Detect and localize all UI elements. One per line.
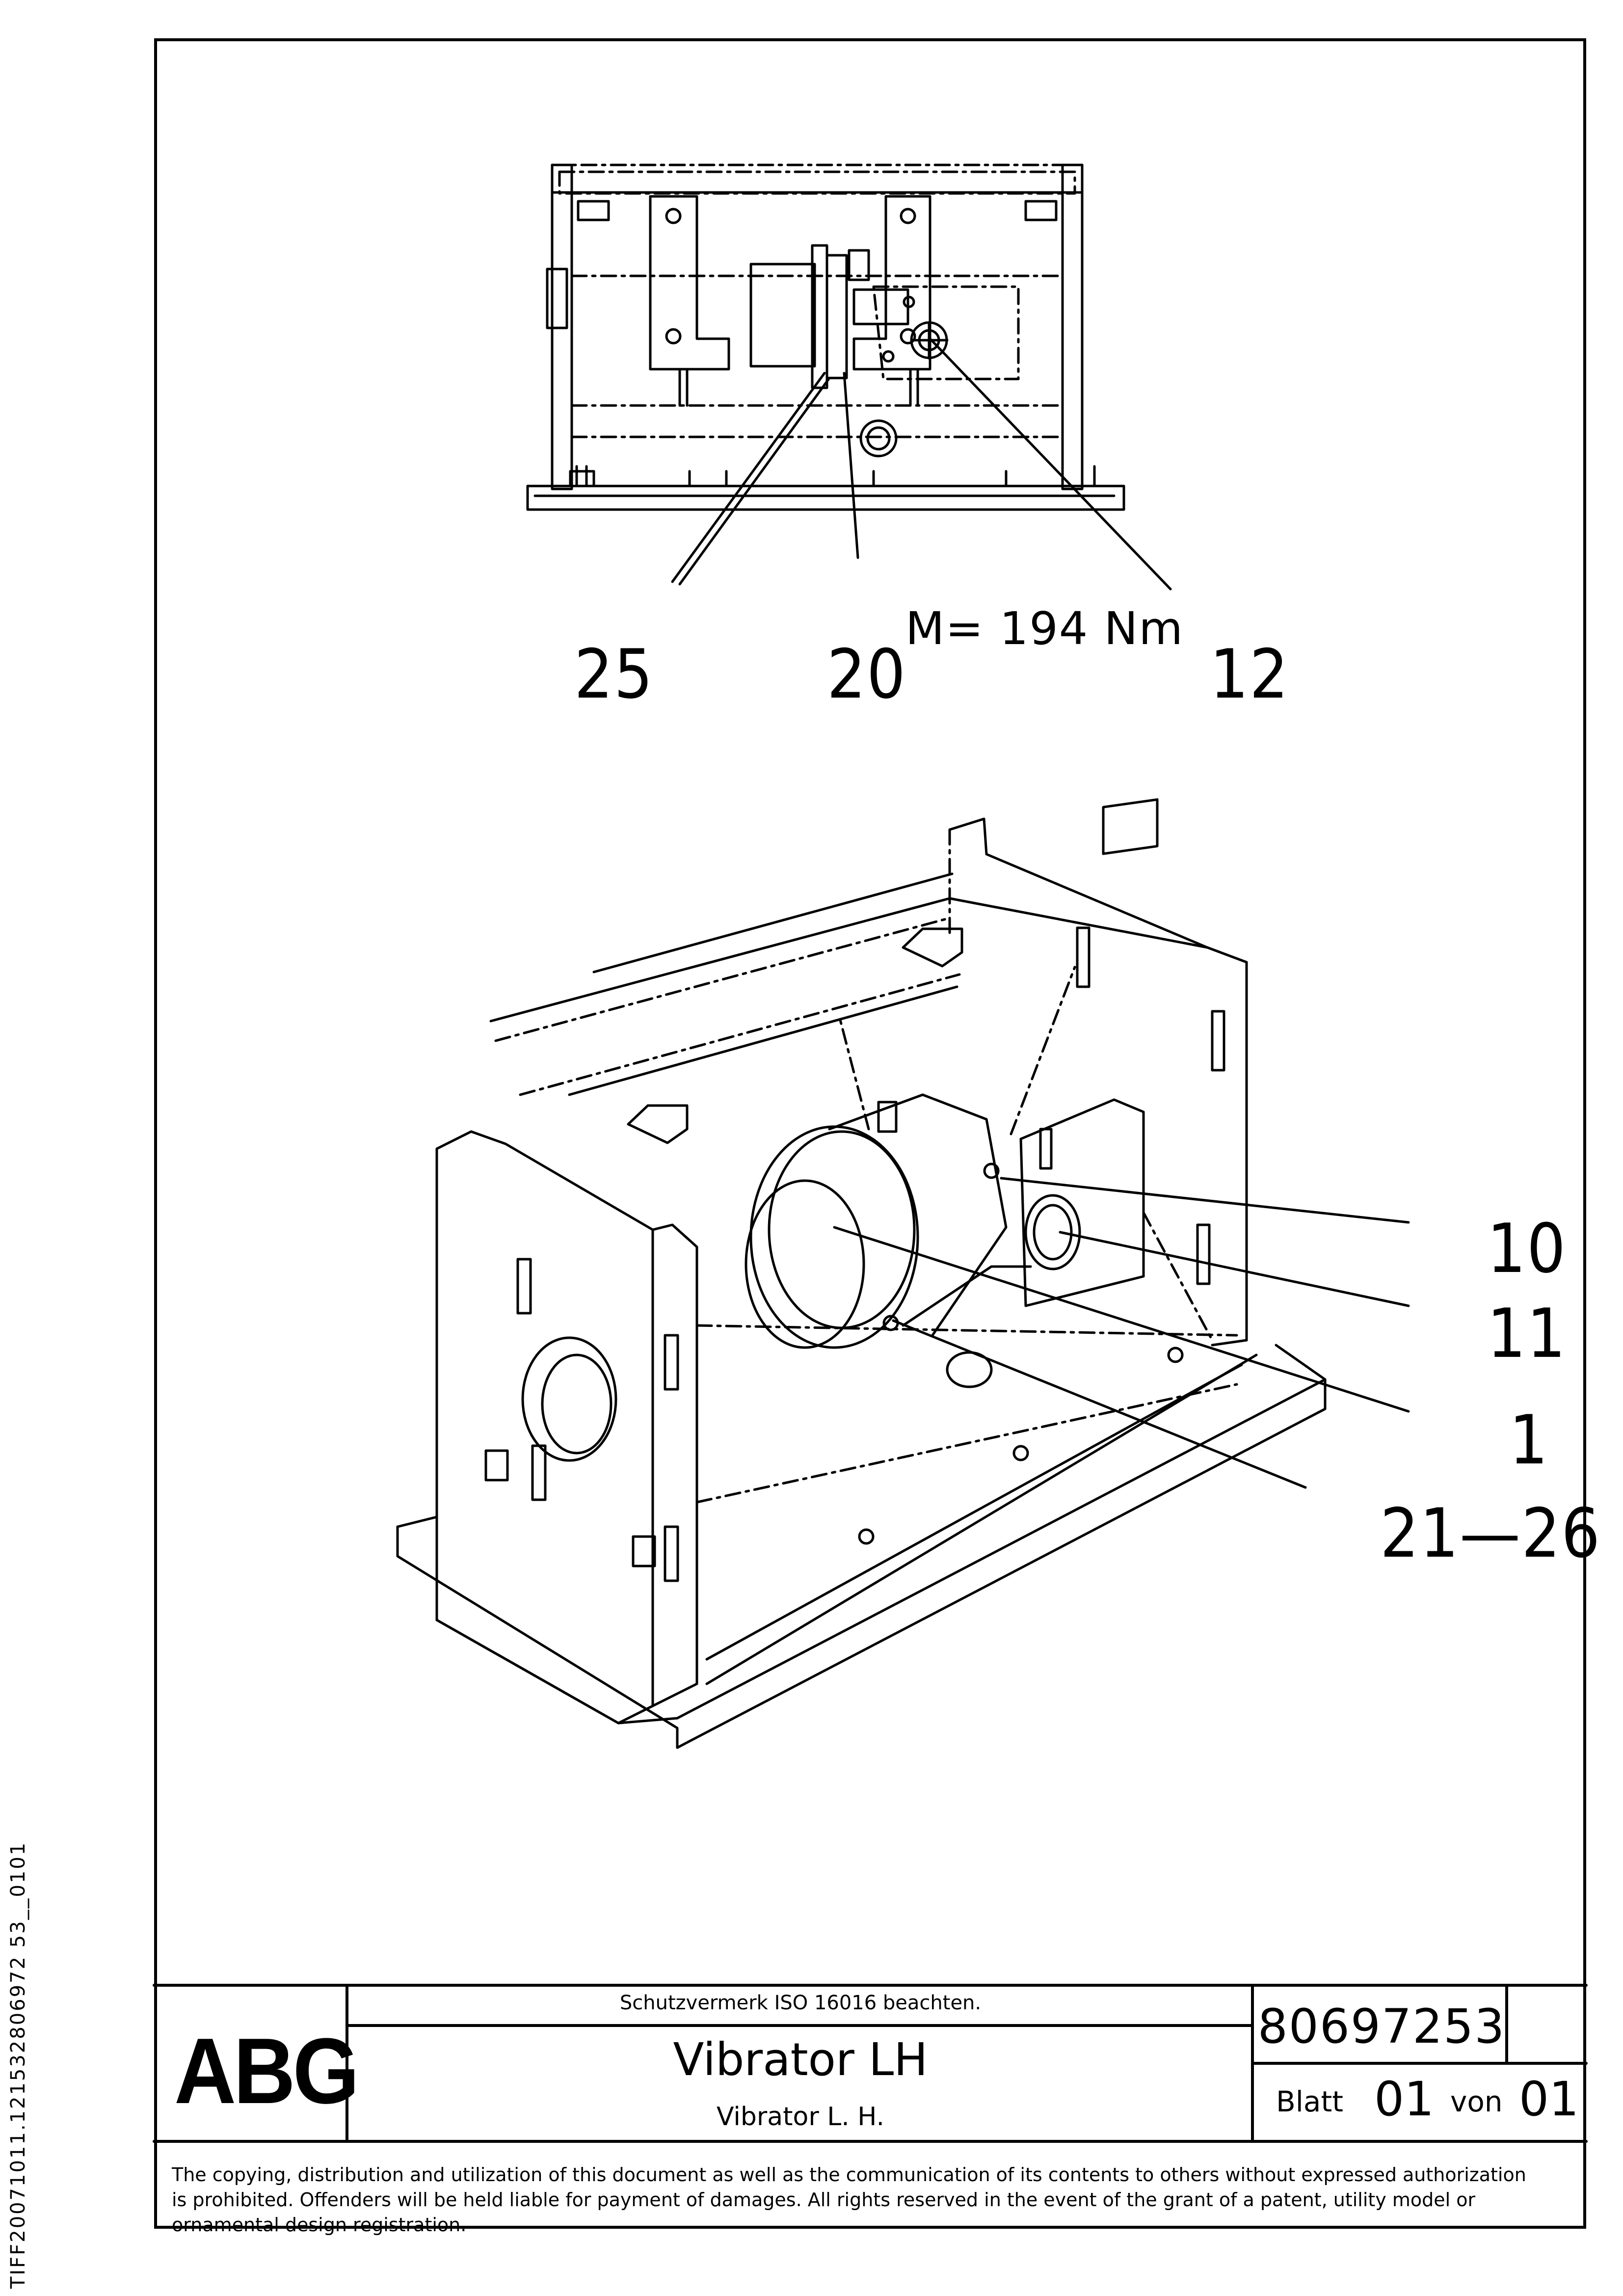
legal-line: is prohibited. Offenders will be held li… — [172, 2189, 1476, 2211]
title-block-grid — [153, 1984, 1588, 2143]
callout-12: 12 — [1210, 635, 1289, 714]
sheet-label: Blatt — [1276, 2085, 1343, 2118]
isometric-view — [396, 798, 1410, 1749]
legal-line: ornamental design registration. — [172, 2214, 467, 2236]
side-code: TIFF20071011.121532806972 53__0101 — [7, 1841, 29, 2289]
callout-21-26: 21—26 — [1380, 1494, 1601, 1573]
legal-notice: The copying, distribution and utilizatio… — [172, 2162, 1570, 2238]
drawing-frame — [154, 38, 1586, 2229]
abg-logo: ABG — [174, 2019, 359, 2123]
callout-25: 25 — [574, 635, 654, 714]
sheet-number: 01 — [1374, 2072, 1435, 2127]
callout-20: 20 — [827, 635, 906, 714]
sheet-total: 01 — [1519, 2072, 1579, 2127]
callout-11: 11 — [1487, 1294, 1567, 1373]
top-view — [526, 163, 1172, 591]
protection-notice: Schutzvermerk ISO 16016 beachten. — [619, 1992, 982, 2014]
torque-annotation: M= 194 Nm — [905, 602, 1184, 655]
drawing-subtitle: Vibrator L. H. — [717, 2102, 884, 2132]
callout-10: 10 — [1487, 1209, 1567, 1288]
document-number: 80697253 — [1257, 1999, 1506, 2054]
sheet-of-label: von — [1450, 2085, 1503, 2118]
callout-1: 1 — [1509, 1401, 1549, 1480]
legal-line: The copying, distribution and utilizatio… — [172, 2164, 1526, 2186]
drawing-title: Vibrator LH — [673, 2033, 928, 2086]
side-code-text: TIFF20071011.121532806972 53__0101 — [7, 1841, 29, 2289]
